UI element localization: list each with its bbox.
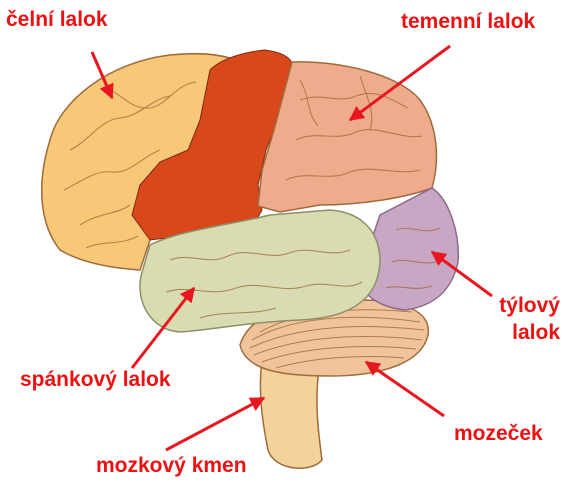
label-occipital-lobe: týlový lalok: [478, 292, 560, 346]
label-frontal-lobe: čelní lalok: [6, 6, 108, 33]
label-cerebellum-text: mozeček: [454, 420, 543, 447]
label-brainstem-text: mozkový kmen: [96, 452, 247, 479]
label-temporal-lobe: spánkový lalok: [20, 366, 171, 393]
arrow-brainstem: [166, 398, 264, 450]
label-occipital-lobe-line1: týlový: [478, 292, 560, 319]
label-frontal-lobe-text: čelní lalok: [6, 6, 108, 33]
label-parietal-lobe: temenní lalok: [401, 8, 535, 35]
label-temporal-lobe-text: spánkový lalok: [20, 366, 171, 393]
arrow-cerebellum: [366, 362, 444, 416]
label-occipital-lobe-line2: lalok: [478, 319, 560, 346]
label-parietal-lobe-text: temenní lalok: [401, 8, 535, 35]
label-brainstem: mozkový kmen: [96, 452, 247, 479]
label-cerebellum: mozeček: [454, 420, 543, 447]
